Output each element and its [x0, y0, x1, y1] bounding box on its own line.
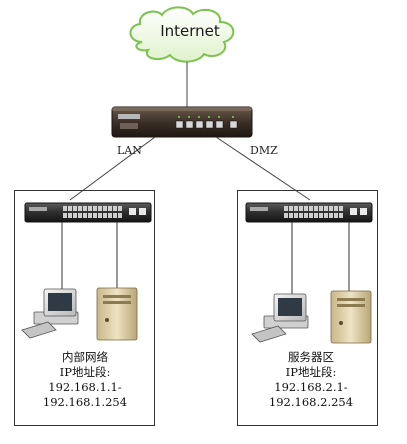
internal-ip-title: IP地址段:	[59, 365, 111, 379]
internal-switch	[24, 202, 152, 223]
dmz-desktop-pc	[251, 293, 309, 343]
internal-zone-name: 内部网络	[62, 350, 108, 364]
dmz-label: DMZ	[250, 144, 278, 157]
dmz-ip-end: 192.168.2.254	[268, 395, 354, 409]
router	[111, 106, 253, 138]
dmz-server-zone	[237, 190, 378, 426]
internal-ip-start: 192.168.1.1-	[48, 380, 122, 394]
internet-label: Internet	[160, 22, 220, 40]
dmz-server-tower	[330, 290, 372, 344]
dmz-ip-title: IP地址段:	[285, 365, 337, 379]
internal-zone-caption: 内部网络 IP地址段: 192.168.1.1- 192.168.1.254	[24, 350, 146, 410]
dmz-switch	[245, 202, 373, 223]
dmz-link	[215, 136, 311, 201]
internal-desktop-pc	[21, 288, 79, 339]
internet-cloud	[129, 6, 235, 63]
lan-label: LAN	[117, 144, 142, 157]
lan-link	[69, 136, 156, 201]
internal-server-tower	[96, 287, 138, 341]
dmz-ip-start: 192.168.2.1-	[274, 380, 348, 394]
dmz-zone-name: 服务器区	[288, 350, 334, 364]
dmz-zone-caption: 服务器区 IP地址段: 192.168.2.1- 192.168.2.254	[250, 350, 372, 410]
internal-ip-end: 192.168.1.254	[42, 395, 128, 409]
internal-network-zone	[14, 190, 155, 426]
